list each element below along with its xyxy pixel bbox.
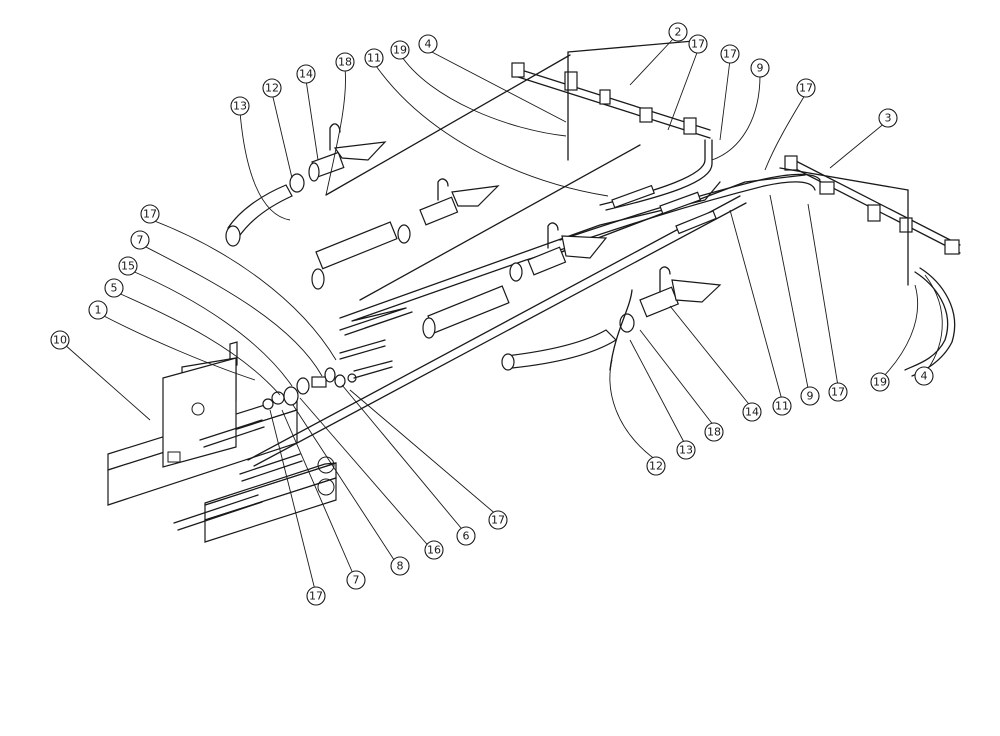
callout-2: 2: [668, 22, 688, 42]
svg-text:4: 4: [425, 38, 432, 51]
callout-13: 13: [230, 96, 250, 116]
row-unit-lower-middle: [422, 222, 608, 339]
svg-text:13: 13: [233, 100, 247, 113]
svg-text:8: 8: [397, 560, 404, 573]
callout-7: 7: [130, 230, 150, 250]
svg-text:14: 14: [299, 68, 313, 81]
svg-text:4: 4: [921, 370, 928, 383]
manifold-fittings: [262, 339, 393, 410]
svg-text:9: 9: [757, 62, 764, 75]
row-unit-upper-left: [225, 123, 387, 247]
callout-6: 6: [456, 526, 476, 546]
svg-text:15: 15: [121, 260, 135, 273]
svg-text:10: 10: [53, 334, 67, 347]
callout-18: 18: [704, 422, 724, 442]
boom-section-2: [511, 39, 711, 161]
svg-text:17: 17: [831, 386, 845, 399]
callout-4: 4: [418, 34, 438, 54]
callout-12: 12: [646, 456, 666, 476]
callout-18: 18: [335, 52, 355, 72]
callout-17: 17: [796, 78, 816, 98]
row-unit-middle: [311, 178, 500, 290]
svg-text:11: 11: [367, 52, 381, 65]
callout-12: 12: [262, 78, 282, 98]
svg-text:19: 19: [873, 376, 887, 389]
hose-routing: [247, 54, 821, 467]
svg-text:17: 17: [143, 208, 157, 221]
svg-text:7: 7: [353, 574, 360, 587]
svg-text:1: 1: [95, 304, 102, 317]
svg-text:14: 14: [745, 406, 759, 419]
callout-17: 17: [688, 34, 708, 54]
callout-3: 3: [878, 108, 898, 128]
callout-11: 11: [772, 396, 792, 416]
callout-9: 9: [750, 58, 770, 78]
svg-text:11: 11: [775, 400, 789, 413]
svg-text:17: 17: [491, 514, 505, 527]
svg-text:9: 9: [807, 390, 814, 403]
svg-text:19: 19: [393, 44, 407, 57]
callout-17: 17: [140, 204, 160, 224]
boom-section-3: [779, 155, 961, 377]
svg-text:2: 2: [675, 26, 682, 39]
callout-14: 14: [296, 64, 316, 84]
svg-text:13: 13: [679, 444, 693, 457]
callout-1: 1: [88, 300, 108, 320]
callout-19: 19: [870, 372, 890, 392]
svg-text:18: 18: [707, 426, 721, 439]
callout-13: 13: [676, 440, 696, 460]
svg-text:16: 16: [427, 544, 441, 557]
callout-10: 10: [50, 330, 70, 350]
svg-text:17: 17: [799, 82, 813, 95]
svg-text:12: 12: [649, 460, 663, 473]
callout-17: 17: [306, 586, 326, 606]
callout-4: 4: [914, 366, 934, 386]
callout-15: 15: [118, 256, 138, 276]
svg-text:17: 17: [309, 590, 323, 603]
svg-text:17: 17: [723, 48, 737, 61]
callout-17: 17: [720, 44, 740, 64]
callout-9: 9: [800, 386, 820, 406]
svg-text:7: 7: [137, 234, 144, 247]
svg-text:17: 17: [691, 38, 705, 51]
row-unit-lower-right: [501, 266, 722, 371]
callout-bubbles: 2 17 17 9 4 19 11 18 14 12 13 17 3 17 7 …: [50, 22, 934, 606]
svg-text:3: 3: [885, 112, 892, 125]
svg-text:6: 6: [463, 530, 470, 543]
callout-7: 7: [346, 570, 366, 590]
callout-16: 16: [424, 540, 444, 560]
callout-17: 17: [488, 510, 508, 530]
callout-11: 11: [364, 48, 384, 68]
svg-text:12: 12: [265, 82, 279, 95]
callout-8: 8: [390, 556, 410, 576]
callout-19: 19: [390, 40, 410, 60]
callout-17: 17: [828, 382, 848, 402]
callout-5: 5: [104, 278, 124, 298]
leader-lines: [63, 37, 943, 595]
callout-14: 14: [742, 402, 762, 422]
toolbar-frame: [107, 341, 337, 543]
svg-text:18: 18: [338, 56, 352, 69]
svg-text:5: 5: [111, 282, 118, 295]
